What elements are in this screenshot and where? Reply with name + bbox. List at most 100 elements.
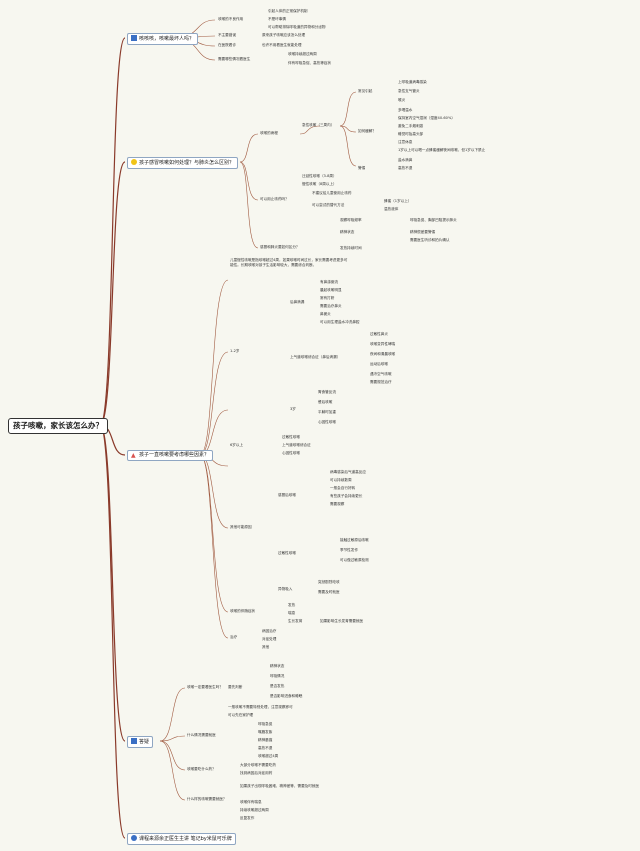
node: 在医院看诊: [218, 43, 236, 47]
node: 慢性咳嗽（8周以上）: [302, 182, 337, 186]
node: 精神很差要警惕: [410, 230, 436, 234]
node: 心因性咳嗽: [318, 420, 336, 424]
node: 接触过敏原后咳嗽: [340, 538, 369, 542]
node: 感冒和肺炎要如何区分？: [260, 245, 300, 249]
node: 发热持续时间: [340, 246, 362, 250]
topic-cough-harmful[interactable]: 咳咳咳，咳嗽最坏人吗？: [127, 33, 199, 45]
node: 警惕: [358, 166, 366, 170]
node: 反复发作: [240, 816, 255, 820]
node: 1岁以上可以喝一点蜂蜜缓解夜间咳嗽，但1岁以下禁止: [398, 148, 486, 152]
node: 是否影响进食和睡眠: [270, 694, 303, 698]
lightbulb-icon: [131, 835, 137, 841]
node: 常见引起: [358, 89, 373, 93]
node: 病因治疗: [262, 629, 277, 633]
node: 需要治疗鼻炎: [320, 304, 342, 308]
node: 需要及时就医: [318, 590, 340, 594]
node: 过敏性鼻炎: [370, 332, 388, 336]
node: 一般咳嗽不需要特别处理，注意观察即可: [228, 705, 293, 709]
node: 注意休息: [398, 140, 413, 144]
node: 咳嗽的病程: [260, 131, 278, 135]
node: 晨起咳嗽明显: [320, 288, 342, 292]
node: 鼻窦炎: [320, 312, 331, 316]
node: 保持室内空气湿润（湿度40-60%）: [398, 116, 455, 120]
topic-qa[interactable]: 答疑: [127, 736, 154, 748]
node: 喉炎: [398, 98, 406, 102]
node: 可以用生理盐水冲洗鼻腔: [320, 320, 360, 324]
node: 呼吸情况: [270, 674, 285, 678]
node: 咳嗽的不良作用: [218, 17, 244, 21]
node: 不是坏事情: [268, 17, 286, 21]
node: 观察呼吸频率: [340, 218, 362, 222]
root-topic[interactable]: 孩子咳嗽，家长该怎么办？: [8, 418, 108, 434]
node: 盐水滴鼻: [398, 158, 413, 162]
node: 儿童慢性咳嗽是指咳嗽超过4周，如果咳嗽时间过长，家长需要考虑更多可能性。长期咳嗽…: [230, 258, 348, 267]
node: 呼吸急促、胸部凹陷提示肺炎: [410, 218, 457, 222]
node: 其他可能原因: [230, 525, 252, 529]
node: 是否发热: [270, 684, 285, 688]
node: 胃食管反流: [318, 390, 336, 394]
node: 喘息: [288, 611, 296, 615]
node: 可以持续数周: [330, 478, 352, 482]
node: 后鼻滴漏: [290, 300, 305, 304]
node: 可以做过敏原检测: [340, 558, 369, 562]
node: 急性咳嗽（三周内）: [302, 123, 335, 127]
node: 遇冷空气咳嗽: [370, 372, 392, 376]
node: 要先判断: [228, 685, 243, 689]
node: 如果孩子出现呼吸困难、精神差等，需要及时就医: [240, 784, 320, 788]
node: 睡觉时抬高头部: [398, 132, 424, 136]
node: 运动后咳嗽: [370, 362, 388, 366]
node: 常有打鼾: [320, 296, 335, 300]
node: 咳嗽一定要看医生吗？: [187, 685, 223, 689]
node: 高热不退: [398, 166, 413, 170]
node: 上气道咳嗽综合征（鼻后滴漏）: [290, 355, 341, 359]
node: 过敏性咳嗽: [278, 551, 296, 555]
node: 感冒后咳嗽: [278, 493, 296, 497]
node: 上呼吸道病毒感染: [398, 80, 427, 84]
node: 嘴唇发紫: [258, 730, 273, 734]
node: 原来孩子咳嗽应该怎么处理: [262, 33, 306, 37]
node: 蜂蜜（1岁以上）: [384, 199, 412, 203]
node: 伴有呼吸急促、高热等症状: [288, 61, 332, 65]
node: 温热液体: [384, 207, 399, 211]
topic-chronic-cough[interactable]: ▲孩子一直咳嗽要考虑哪些因素？: [127, 450, 214, 461]
node: 大部分咳嗽不需要吃药: [240, 763, 276, 767]
node: 可以帮助排除呼吸道的异物和分泌物: [268, 25, 326, 29]
topic-cold-vs-pneumonia[interactable]: 孩子感冒咳嗽如何处理？与肺炎怎么区别？: [127, 157, 239, 169]
node: 有鼻涕倒流: [320, 280, 338, 284]
lightbulb-icon: [131, 159, 137, 165]
node: 急性支气管炎: [398, 89, 420, 93]
node: 可以尝试的替代方法: [312, 203, 345, 207]
node: 引起人体的正常保护机制: [268, 9, 308, 13]
node: 病毒感染后气道高反应: [330, 470, 366, 474]
node: 不主要错误: [218, 33, 236, 37]
node: 平躺时加重: [318, 410, 336, 414]
node: 治疗: [230, 635, 238, 639]
node: 如果影响生长发育需要就医: [320, 619, 364, 623]
node: 对症处理: [262, 637, 277, 641]
node: 迁延性咳嗽（3-8周）: [302, 174, 337, 178]
node: 需要观察: [330, 502, 345, 506]
node: 上气道咳嗽综合征: [282, 443, 311, 447]
node: 咳嗽超过4周: [258, 754, 279, 758]
blue-square-icon: [131, 35, 137, 41]
warning-icon: ▲: [131, 452, 136, 459]
node: 什么情况需要就医: [187, 733, 216, 737]
node: 一般会自行好转: [330, 486, 356, 490]
node: 咳嗽持续超过两周: [288, 52, 317, 56]
node: 需要规范治疗: [370, 380, 392, 384]
node: 过敏性咳嗽: [282, 435, 300, 439]
node: 餐后咳嗽: [318, 400, 333, 404]
node: 可以用止咳药吗？: [260, 197, 289, 201]
node: 需要哪些情况看医生: [218, 57, 251, 61]
node: 不建议给儿童使用止咳药: [312, 191, 352, 195]
node: 如何缓解？: [358, 129, 376, 133]
node: 避免二手烟刺激: [398, 124, 424, 128]
node: 呼吸急促: [258, 722, 273, 726]
node: 精神萎靡: [258, 738, 273, 742]
node: 精神状态: [340, 230, 355, 234]
node: 1-2岁: [230, 349, 240, 353]
node: 6岁以上: [230, 443, 244, 447]
node: 其他: [262, 645, 270, 649]
topic-course-source[interactable]: 课程来源余正医生主讲 笔记by米鼠可乐牌: [127, 833, 236, 845]
node: 找到病因后对症用药: [240, 771, 273, 775]
